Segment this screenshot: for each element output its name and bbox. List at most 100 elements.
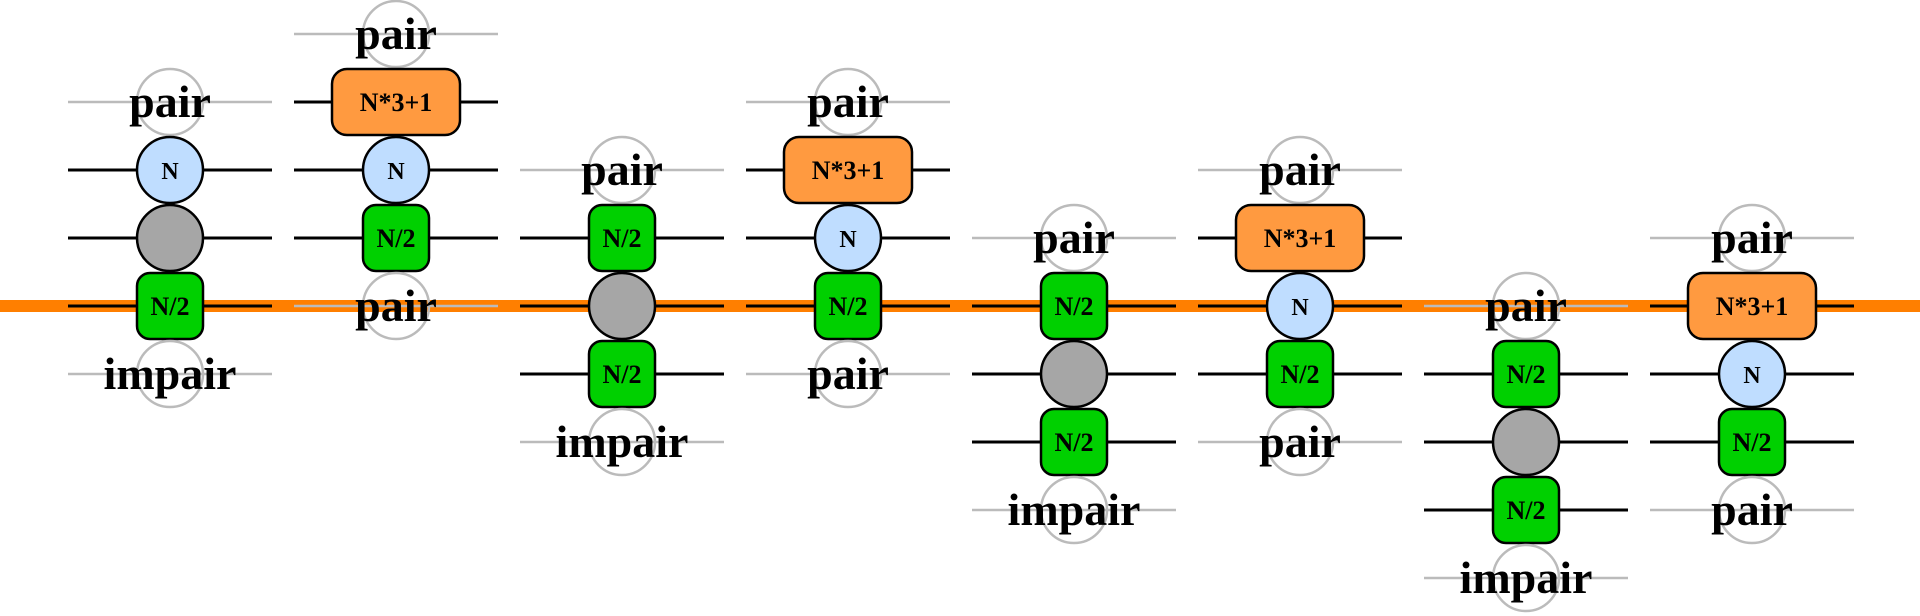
node-terminal: pair xyxy=(68,67,272,137)
node-div: N/2 xyxy=(972,407,1176,477)
node-terminal: impair xyxy=(1424,543,1628,613)
parity-label: pair xyxy=(1711,484,1793,535)
split-node-shape xyxy=(135,203,205,273)
parity-label: impair xyxy=(104,348,237,399)
n-node-shape xyxy=(1265,271,1335,341)
div-node-shape xyxy=(1039,407,1109,477)
parity-label: pair xyxy=(807,76,889,127)
div-node-label: N/2 xyxy=(1733,428,1772,457)
div-node-shape xyxy=(1491,475,1561,545)
node-terminal: impair xyxy=(68,339,272,409)
div-node-shape xyxy=(1717,407,1787,477)
node-div: N/2 xyxy=(294,203,498,273)
node-div: N/2 xyxy=(1650,407,1854,477)
node-div: N/2 xyxy=(1198,339,1402,409)
node-mul: N*3+1 xyxy=(746,135,950,205)
div-node-shape xyxy=(1039,271,1109,341)
node-n: N xyxy=(1198,271,1402,341)
div-node-label: N/2 xyxy=(1507,496,1546,525)
mul-node-shape xyxy=(1234,203,1366,273)
terminal-ring xyxy=(135,67,205,137)
node-split xyxy=(68,203,272,273)
highlight-layer xyxy=(0,300,1920,312)
div-node-label: N/2 xyxy=(377,224,416,253)
div-node-label: N/2 xyxy=(151,292,190,321)
split-node-shape xyxy=(1039,339,1109,409)
mul-node-label: N*3+1 xyxy=(812,156,885,185)
mul-node-shape xyxy=(1686,271,1818,341)
div-node-shape xyxy=(1491,339,1561,409)
terminal-ring xyxy=(1717,203,1787,273)
mul-node-shape xyxy=(330,67,462,137)
highlight-line xyxy=(0,300,1920,312)
node-terminal: pair xyxy=(1650,475,1854,545)
terminal-ring xyxy=(361,0,431,69)
n-node-label: N xyxy=(839,227,857,253)
div-node-shape xyxy=(587,339,657,409)
node-mul: N*3+1 xyxy=(1650,271,1854,341)
terminal-ring xyxy=(1265,407,1335,477)
node-div: N/2 xyxy=(68,271,272,341)
parity-label: pair xyxy=(1259,144,1341,195)
node-terminal: pair xyxy=(1650,203,1854,273)
terminal-ring xyxy=(1265,135,1335,205)
node-terminal: pair xyxy=(972,203,1176,273)
parity-label: pair xyxy=(129,76,211,127)
mul-node-label: N*3+1 xyxy=(1264,224,1337,253)
n-node-label: N xyxy=(387,159,405,185)
n-node-label: N xyxy=(1291,295,1309,321)
split-node-shape xyxy=(1491,407,1561,477)
node-terminal: pair xyxy=(746,67,950,137)
parity-label: pair xyxy=(1711,212,1793,263)
node-terminal: pair xyxy=(294,271,498,341)
div-node-shape xyxy=(813,271,883,341)
parity-label: impair xyxy=(1460,552,1593,603)
mul-node-shape xyxy=(782,135,914,205)
terminal-ring xyxy=(813,67,883,137)
n-node-shape xyxy=(361,135,431,205)
node-mul: N*3+1 xyxy=(294,67,498,137)
parity-label: pair xyxy=(1033,212,1115,263)
node-terminal: pair xyxy=(294,0,498,69)
div-node-shape xyxy=(587,203,657,273)
parity-label: pair xyxy=(1259,416,1341,467)
parity-label: pair xyxy=(1485,280,1567,331)
node-terminal: pair xyxy=(520,135,724,205)
terminal-ring xyxy=(813,339,883,409)
terminal-ring xyxy=(1717,475,1787,545)
node-split xyxy=(972,339,1176,409)
terminal-ring xyxy=(1039,475,1109,545)
div-node-label: N/2 xyxy=(1507,360,1546,389)
div-node-label: N/2 xyxy=(1281,360,1320,389)
columns-layer: pairNN/2impairpairN*3+1NN/2pairpairN/2N/… xyxy=(68,0,1854,613)
div-node-label: N/2 xyxy=(603,360,642,389)
n-node-shape xyxy=(1717,339,1787,409)
div-node-shape xyxy=(361,203,431,273)
node-div: N/2 xyxy=(520,203,724,273)
n-node-label: N xyxy=(161,159,179,185)
div-node-label: N/2 xyxy=(1055,292,1094,321)
terminal-ring xyxy=(1039,203,1109,273)
split-node-shape xyxy=(587,271,657,341)
mul-node-label: N*3+1 xyxy=(1716,292,1789,321)
n-node-shape xyxy=(813,203,883,273)
terminal-ring xyxy=(1491,271,1561,341)
node-terminal: pair xyxy=(1424,271,1628,341)
terminal-ring xyxy=(587,135,657,205)
node-div: N/2 xyxy=(1424,475,1628,545)
node-div: N/2 xyxy=(520,339,724,409)
node-split xyxy=(520,271,724,341)
div-node-label: N/2 xyxy=(603,224,642,253)
node-terminal: pair xyxy=(1198,135,1402,205)
parity-label: pair xyxy=(581,144,663,195)
terminal-ring xyxy=(361,271,431,341)
parity-label: pair xyxy=(355,280,437,331)
